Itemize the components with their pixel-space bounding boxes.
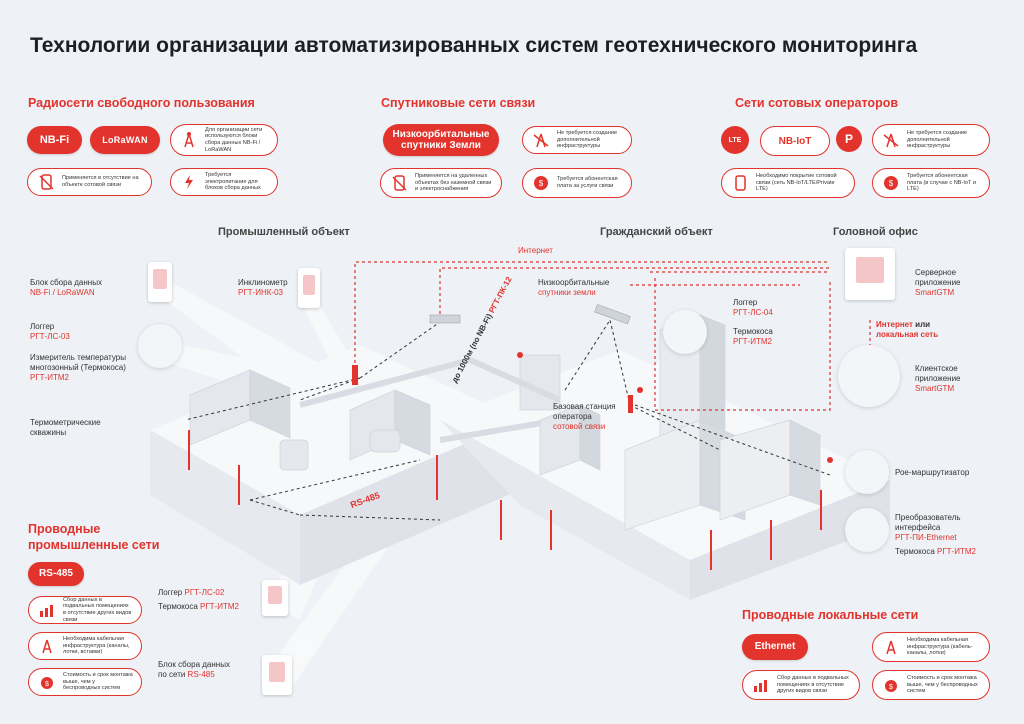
thermo3-label: Термокоса РГТ-ИТМ2	[895, 547, 976, 556]
base-station-label: Базовая станция оператора сотовой связи	[553, 402, 616, 431]
server-device	[845, 248, 895, 300]
wired-ind-note-cabling: Необходима кабельная инфраструктура (кан…	[28, 632, 142, 660]
svg-text:$: $	[889, 179, 894, 188]
cellular-networks-title: Сети сотовых операторов	[735, 96, 899, 110]
wired-local-note-text: Стоимость и срок монтажа выше, чем у бес…	[907, 674, 978, 695]
no-tower-icon	[881, 130, 901, 150]
civil-object-title: Гражданский объект	[600, 226, 713, 238]
nbiot-badge: NB-IoT	[760, 126, 830, 156]
wired-ind-note-basement: Сбор данных в подвальных помещениях в от…	[28, 596, 142, 624]
rs485-badge: RS-485	[28, 562, 84, 586]
wired-local-note-basement: Сбор данных в подвальных помещениях в от…	[742, 670, 860, 700]
nbfi-unit-device	[148, 262, 172, 302]
radio-note-power: Требуется электропитание для блоков сбор…	[170, 168, 278, 196]
radio-note-text: Применяется в отсутствие на объекте сото…	[62, 175, 139, 188]
wired-ind-note-cost: $ Стоимость и срок монтажа выше, чем у б…	[28, 668, 142, 696]
converter-label: Преобразователь интерфейса РГТ-ПИ-Ethern…	[895, 513, 961, 542]
inclinometer-label: Инклинометр РГТ-ИНК-03	[238, 278, 288, 297]
thermo4-label: Термокоса РГТ-ИТМ2	[158, 602, 239, 611]
no-signal-phone-icon	[389, 173, 409, 193]
leo-satellites-badge: Низкоорбитальные спутники Земли	[383, 124, 499, 156]
cellular-note-no-infra: Не требуется создание дополнительной инф…	[872, 124, 990, 156]
tower-icon	[37, 636, 57, 656]
unit485-device	[262, 655, 292, 695]
internet-or-local-label: Интернет или локальная сеть	[876, 320, 939, 339]
server-label: Серверное приложение SmartGTM	[915, 268, 961, 297]
svg-text:$: $	[45, 681, 49, 688]
cellular-note-text: Требуется абонентская плата (в случае с …	[907, 172, 977, 193]
lightning-icon	[179, 172, 199, 192]
satellite-note-text: Не требуется создание дополнительной инф…	[557, 129, 618, 150]
satellite-note-remote: Применяется на удаленных объектах без на…	[380, 168, 502, 198]
phone-signal-icon	[730, 173, 750, 193]
lorawan-badge: LoRaWAN	[90, 126, 160, 154]
client-device	[838, 345, 900, 407]
logger1-device	[138, 324, 182, 368]
wired-local-title: Проводные локальные сети	[742, 608, 919, 622]
wired-local-note-cost: $ Стоимость и срок монтажа выше, чем у б…	[872, 670, 990, 700]
wired-local-note-text: Сбор данных в подвальных помещениях в от…	[777, 674, 849, 695]
cellular-note-text: Необходимо покрытие сотовой связи (сеть …	[756, 172, 837, 193]
wired-ind-note-text: Необходима кабельная инфраструктура (кан…	[63, 635, 130, 656]
satellite-note-fee: $ Требуется абонентская плата за услуги …	[522, 168, 632, 198]
radio-note-blocks: Для организации сети используются блоки …	[170, 124, 278, 156]
cellular-note-text: Не требуется создание дополнительной инф…	[907, 129, 968, 150]
money-bag-icon: $	[37, 672, 57, 692]
satellite-note-text: Применяется на удаленных объектах без на…	[415, 172, 492, 193]
payment-icon: $	[531, 173, 551, 193]
lte-icon: LTE	[721, 126, 749, 154]
wells-label: Термометрические скважины	[30, 418, 101, 437]
satellite-networks-title: Спутниковые сети связи	[381, 96, 536, 110]
payment-icon: $	[881, 173, 901, 193]
wired-local-note-cabling: Необходима кабельная инфраструктура (каб…	[872, 632, 990, 662]
signal-bars-icon	[751, 675, 771, 695]
satellite-note-text: Требуется абонентская плата за услуги св…	[557, 176, 618, 189]
logger2-device	[663, 310, 707, 354]
router-label: Роe-маршрутизатор	[895, 468, 970, 477]
antenna-icon	[179, 130, 199, 150]
logger1-label: Логгер РГТ-ЛС-03	[30, 322, 70, 341]
wired-industrial-title: Проводные промышленные сети	[28, 522, 160, 552]
logger3-device	[262, 580, 288, 616]
radio-networks-title: Радиосети свободного пользования	[28, 96, 255, 110]
no-tower-icon	[531, 130, 551, 150]
radio-note-text: Для организации сети используются блоки …	[205, 126, 263, 153]
router-device	[845, 450, 889, 494]
radio-note-text: Требуется электропитание для блоков сбор…	[205, 171, 261, 192]
radio-note-no-cellular: Применяется в отсутствие на объекте сото…	[27, 168, 152, 196]
private-lte-icon: P	[836, 126, 862, 152]
leo-label: Низкоорбитальные спутники земли	[538, 278, 610, 297]
svg-text:$: $	[539, 179, 544, 188]
inclinometer-device	[298, 268, 320, 308]
satellite-note-no-infra: Не требуется создание дополнительной инф…	[522, 126, 632, 154]
no-signal-phone-icon	[36, 172, 56, 192]
head-office-title: Головной офис	[833, 226, 918, 238]
client-label: Клиентское приложение SmartGTM	[915, 364, 961, 393]
money-bag-icon: $	[881, 675, 901, 695]
nbfi-unit-label: Блок сбора данных NB-Fi / LoRaWAN	[30, 278, 102, 297]
wired-local-note-text: Необходима кабельная инфраструктура (каб…	[907, 636, 973, 657]
cellular-note-fee: $ Требуется абонентская плата (в случае …	[872, 168, 990, 198]
tower-icon	[881, 637, 901, 657]
thermo2-label: Термокоса РГТ-ИТМ2	[733, 327, 773, 346]
ethernet-badge: Ethernet	[742, 634, 808, 660]
unit485-label: Блок сбора данных по сети RS-485	[158, 660, 230, 679]
converter-device	[845, 508, 889, 552]
internet-label: Интернет	[518, 246, 553, 255]
svg-text:$: $	[889, 684, 893, 691]
thermo-label: Измеритель температуры многозонный (Терм…	[30, 353, 126, 382]
industrial-object-title: Промышленный объект	[218, 226, 350, 238]
cellular-note-coverage: Необходимо покрытие сотовой связи (сеть …	[721, 168, 855, 198]
wired-ind-note-text: Сбор данных в подвальных помещениях в от…	[63, 596, 132, 623]
logger3-label: Логгер РГТ-ЛС-02	[158, 588, 225, 597]
signal-bars-icon	[37, 600, 57, 620]
page-title: Технологии организации автоматизированны…	[30, 34, 918, 57]
wired-ind-note-text: Стоимость и срок монтажа выше, чем у бес…	[63, 671, 133, 692]
logger2-label: Логгер РГТ-ЛС-04	[733, 298, 773, 317]
nbfi-badge: NB-Fi	[27, 126, 82, 154]
